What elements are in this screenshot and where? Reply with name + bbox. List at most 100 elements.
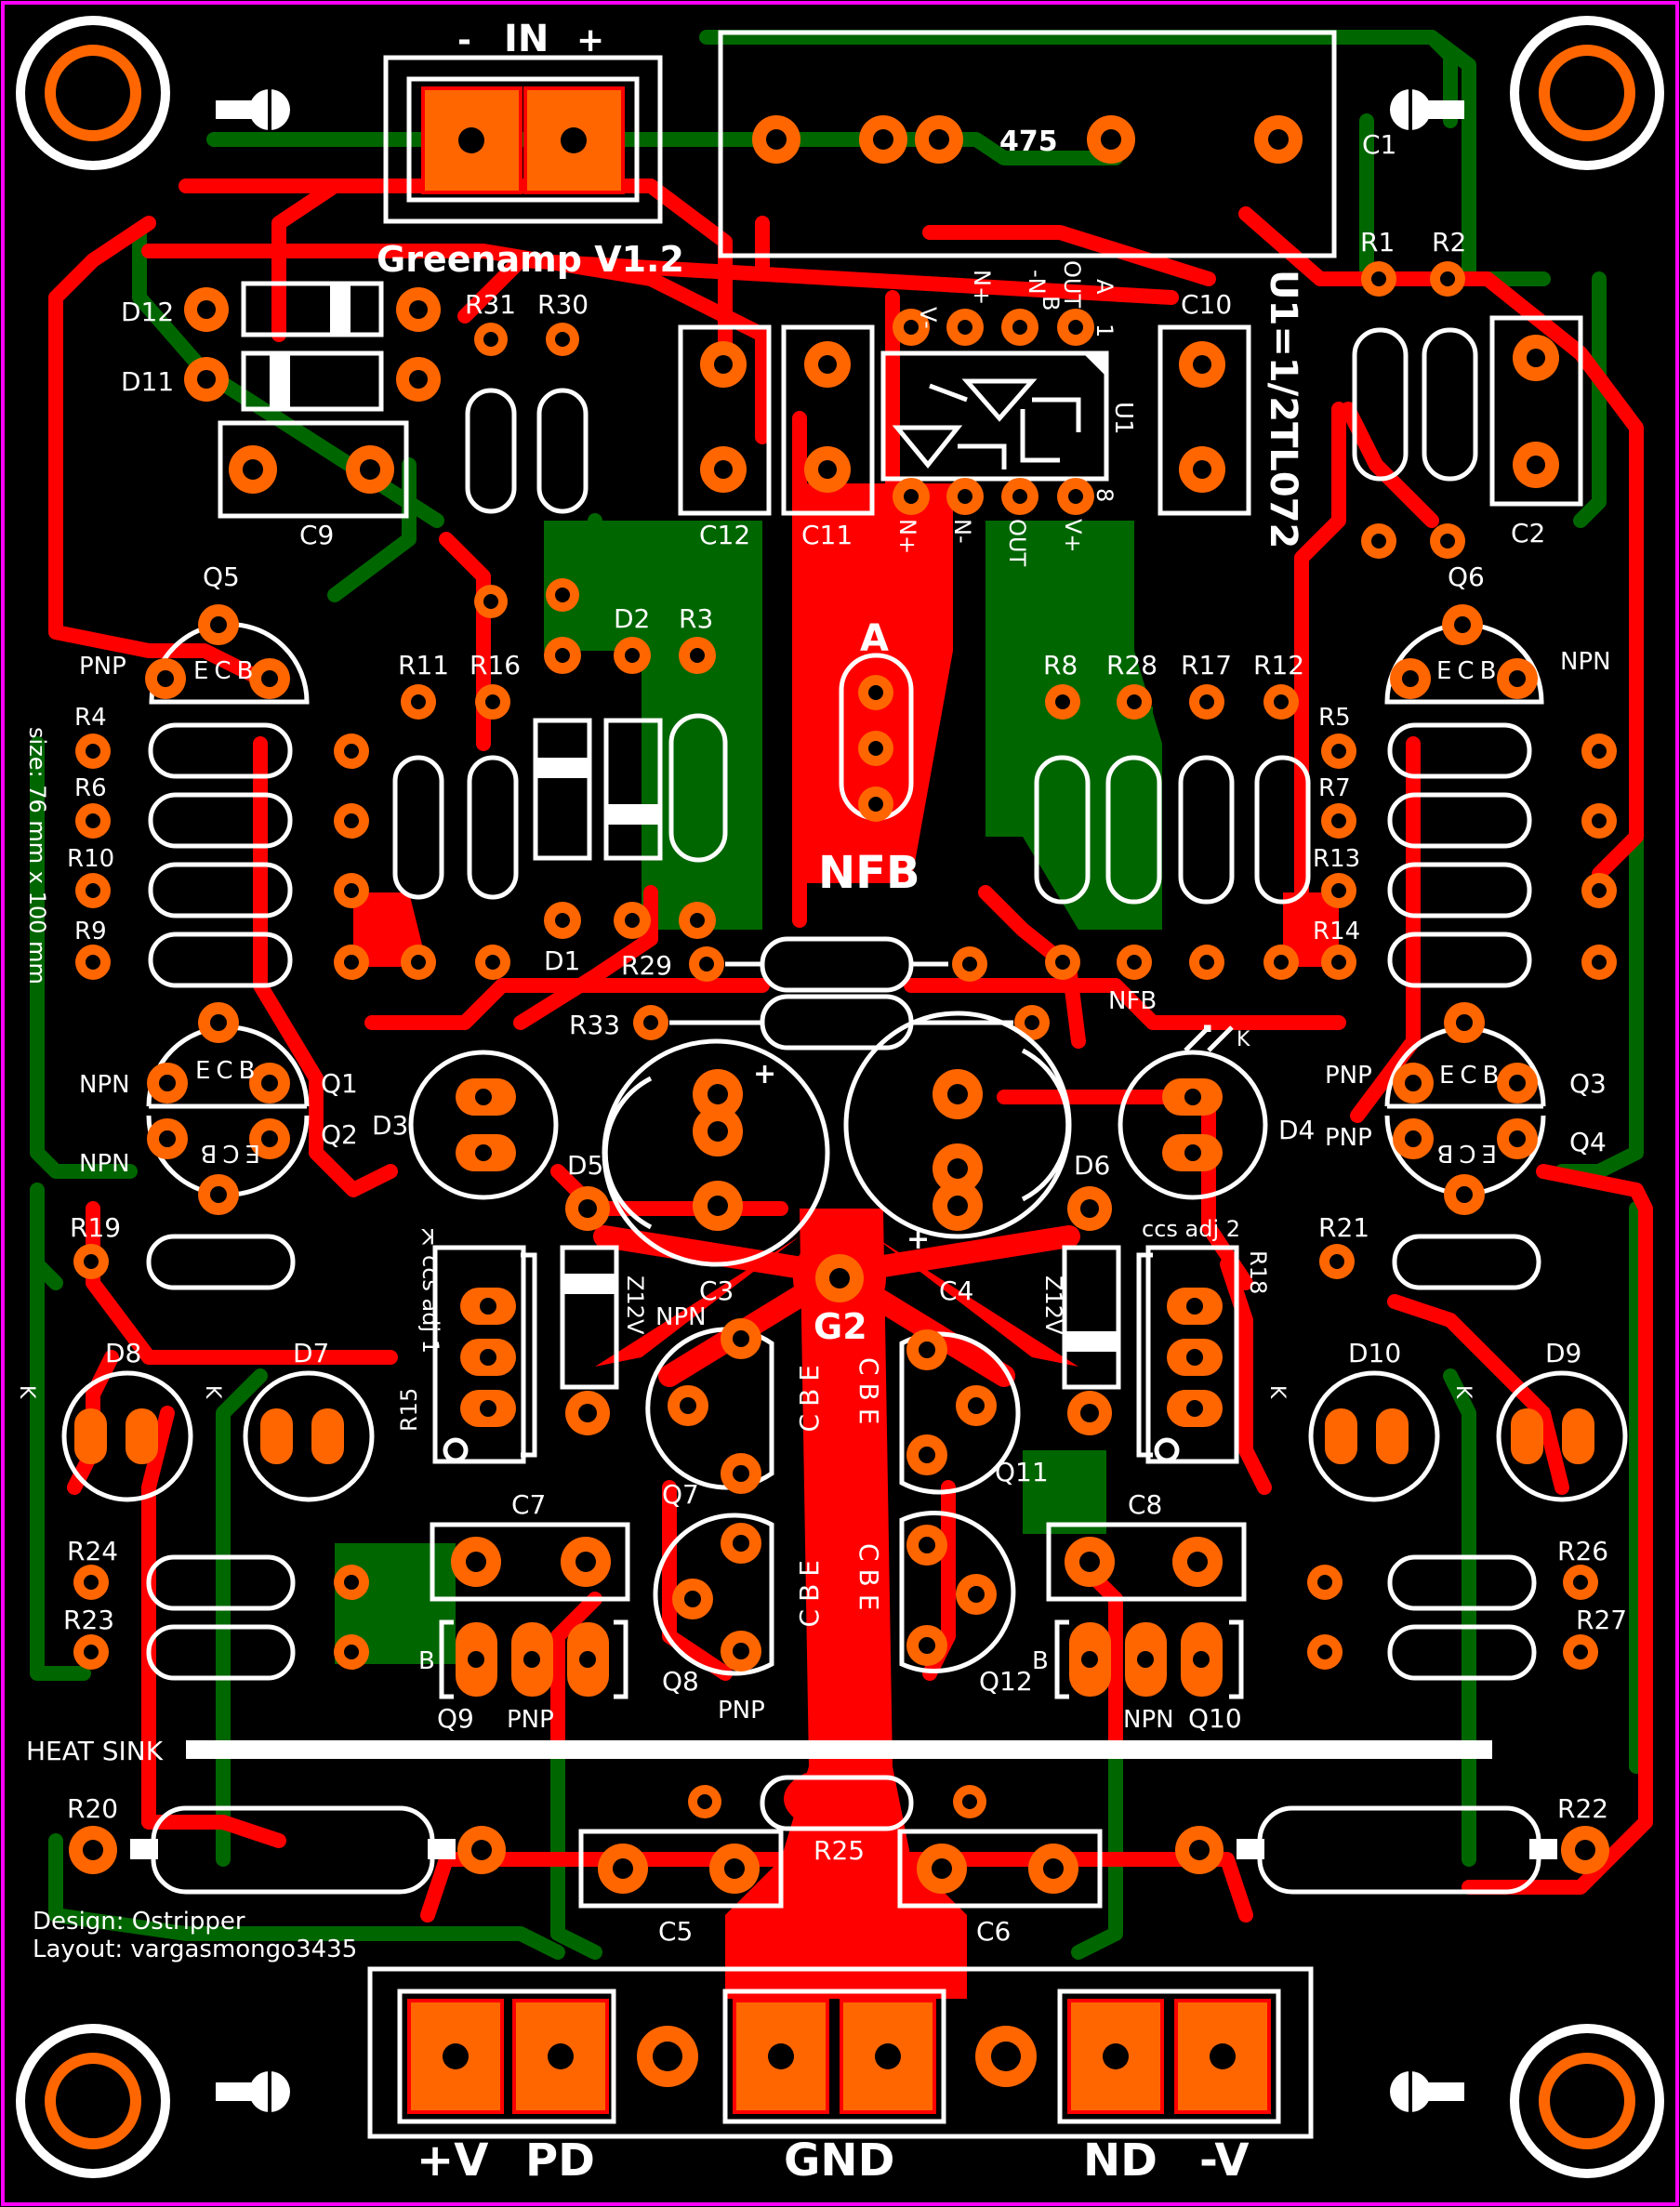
pd-label: PD	[525, 2134, 595, 2187]
u1-pin-8: 8	[1091, 488, 1118, 502]
mounting-hole-bottom-right	[1510, 2024, 1664, 2178]
q9-type: PNP	[507, 1706, 554, 1734]
u1-part-label: U1=1/2TL072	[1262, 270, 1304, 548]
q1-pinout: ECB	[195, 1057, 260, 1085]
q2-type: NPN	[79, 1150, 130, 1178]
resistor-r22	[1175, 1805, 1609, 1895]
c7-label: C7	[511, 1489, 546, 1520]
q3-type: PNP	[1325, 1062, 1372, 1090]
u1-pin-labels: V- N+ -N OUT B A 1 N+ N- OUT V+ 8	[894, 260, 1118, 566]
r8-label: R8	[1043, 650, 1078, 681]
q7-pinout: CBE	[794, 1357, 825, 1432]
r17-label: R17	[1181, 650, 1232, 681]
r23-label: R23	[63, 1605, 114, 1635]
transistor-q11	[899, 1329, 1021, 1495]
q9-b-label: B	[418, 1647, 435, 1675]
layout-credit: Layout: vargasmongo3435	[33, 1936, 357, 1963]
u1-pin-b: B	[1038, 296, 1064, 311]
c2-label: C2	[1511, 518, 1545, 548]
q5-label: Q5	[203, 562, 240, 592]
q3-pinout: ECB	[1439, 1062, 1504, 1090]
u1-pin-v-minus: V-	[915, 307, 941, 329]
d4-label: D4	[1278, 1115, 1315, 1145]
q6-type: NPN	[1560, 648, 1611, 676]
q10-b-label: B	[1032, 1647, 1049, 1675]
r7-label: R7	[1318, 774, 1351, 802]
resistor-r19	[73, 1234, 296, 1290]
g2-label: G2	[814, 1306, 867, 1347]
q6-pinout: ECB	[1436, 657, 1501, 685]
board-size-text: size: 76 mm x 100 mm	[24, 727, 50, 985]
led-d8	[61, 1370, 193, 1502]
capacitor-c10	[1157, 324, 1251, 516]
r16-label: R16	[470, 650, 521, 681]
capacitor-c9	[218, 420, 409, 519]
q12-label: Q12	[979, 1666, 1033, 1697]
design-credit: Design: Ostripper	[33, 1908, 245, 1936]
q10-type: NPN	[1123, 1706, 1174, 1734]
gnd-label: GND	[784, 2134, 894, 2187]
r6-label: R6	[74, 774, 107, 802]
d6-label: D6	[1074, 1150, 1110, 1181]
c12-label: C12	[699, 520, 750, 550]
r20-label: R20	[67, 1793, 118, 1824]
r4-label: R4	[74, 704, 107, 732]
d9-k-label: K	[1451, 1385, 1475, 1399]
input-connector	[383, 55, 663, 224]
d10-k-label: K	[1265, 1385, 1289, 1399]
power-connector	[367, 1966, 1314, 2139]
resistor-r21	[1319, 1234, 1541, 1290]
a-label: A	[860, 617, 889, 660]
r14-label: R14	[1313, 918, 1360, 945]
u1-pin-n-plus-top: N+	[969, 270, 995, 305]
d11-label: D11	[121, 366, 174, 397]
c3-label: C3	[699, 1275, 734, 1306]
q8-label: Q8	[662, 1666, 699, 1697]
input-minus-label: -	[457, 21, 471, 59]
u1-pin-out-top: OUT	[1059, 260, 1085, 308]
q5-pinout: ECB	[193, 657, 258, 685]
r10-label: R10	[67, 845, 114, 873]
r22-label: R22	[1557, 1793, 1608, 1824]
capacitor-c3	[602, 1038, 830, 1267]
led-d10	[1308, 1370, 1440, 1502]
nfb-small-label: NFB	[1108, 987, 1157, 1015]
resistors-r26-r27	[1307, 1554, 1598, 1681]
capacitor-c6	[897, 1829, 1103, 1909]
d7-k-label: K	[201, 1385, 224, 1399]
d3-label: D3	[372, 1110, 408, 1141]
q9-label: Q9	[437, 1703, 474, 1734]
q1-label: Q1	[321, 1068, 358, 1099]
resistors-r1-r2	[1352, 261, 1478, 559]
r28-label: R28	[1106, 650, 1157, 681]
g2-pad	[815, 1254, 864, 1302]
c11-label: C11	[801, 520, 853, 550]
q5-type: PNP	[79, 653, 126, 681]
q11-label: Q11	[995, 1457, 1049, 1487]
c9-label: C9	[299, 520, 334, 550]
r30-label: R30	[537, 289, 589, 320]
zener-d5	[560, 1186, 619, 1435]
transistor-q10	[1054, 1619, 1244, 1699]
capacitor-c8	[1046, 1522, 1247, 1602]
d9-label: D9	[1545, 1338, 1581, 1368]
resistors-r11-r16	[392, 684, 519, 980]
u1-pin-out-bottom: OUT	[1004, 519, 1030, 566]
input-plus-label: +	[576, 21, 604, 59]
resistors-right-bank	[1321, 722, 1617, 988]
r33-label: R33	[569, 1010, 620, 1040]
trimmer-ccs-adj-2	[1136, 1245, 1239, 1464]
q7-label: Q7	[662, 1479, 699, 1510]
nfb-label: NFB	[818, 847, 920, 899]
d8-label: D8	[105, 1338, 141, 1368]
q11-pinout: CBE	[853, 1357, 884, 1432]
transistors-q1-q2	[146, 1002, 310, 1215]
c1-value: 475	[999, 126, 1058, 158]
transistor-q12	[899, 1511, 1016, 1673]
resistors-r24-r23	[73, 1554, 369, 1681]
c1-label: C1	[1362, 129, 1396, 160]
u1-pins	[893, 309, 1094, 515]
c10-label: C10	[1181, 289, 1232, 320]
r21-label: R21	[1318, 1212, 1369, 1243]
